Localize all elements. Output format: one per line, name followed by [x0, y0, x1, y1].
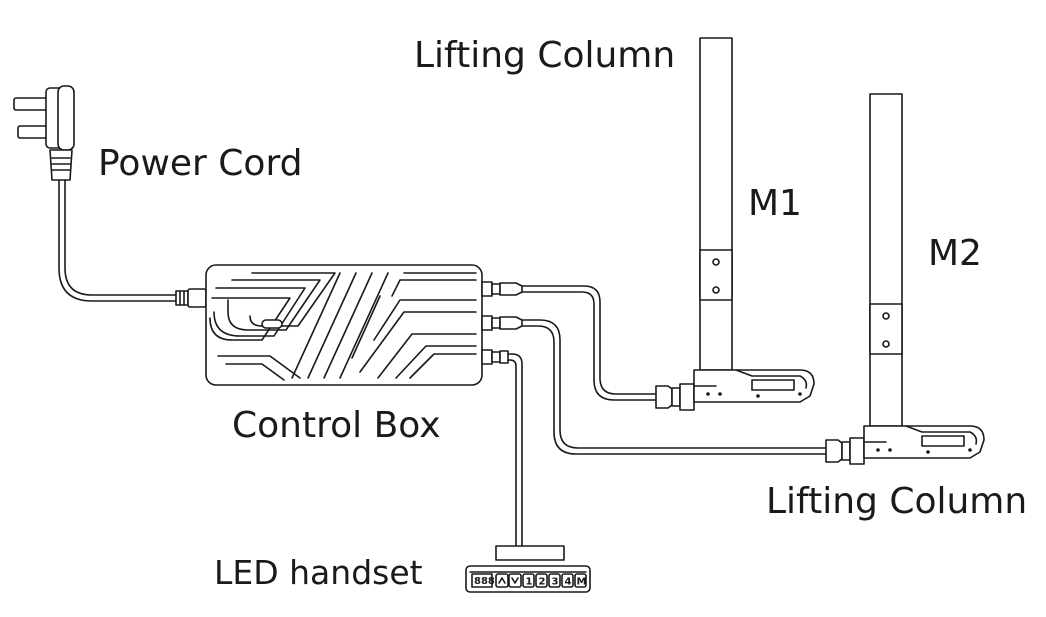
handset-display-text: 888 [474, 576, 495, 587]
cable-handset [507, 353, 523, 547]
port-connector-m1 [481, 281, 523, 297]
handset-display: 888 [471, 573, 495, 588]
handset-key-3[interactable]: 3 [548, 573, 561, 588]
port-connector-m2 [481, 315, 523, 331]
power-cable [58, 179, 207, 308]
handset-key-2[interactable]: 2 [535, 573, 548, 588]
label-power-cord: Power Cord [98, 143, 303, 184]
handset-key-4[interactable]: 4 [561, 573, 574, 588]
label-lifting-column-bottom: Lifting Column [766, 481, 1028, 522]
label-lifting-column-top: Lifting Column [414, 35, 676, 76]
label-led-handset: LED handset [214, 553, 423, 592]
control-box [205, 264, 483, 386]
handset-key-4-label: 4 [565, 577, 572, 588]
lifting-column-m2 [863, 93, 985, 459]
label-control-box: Control Box [232, 405, 441, 446]
cable-m1 [521, 285, 695, 411]
down-arrow-icon[interactable] [508, 573, 522, 588]
up-arrow-icon[interactable] [495, 573, 509, 588]
led-handset: 888 1 2 3 4 M [465, 545, 591, 593]
port-connector-handset [481, 349, 509, 365]
handset-key-3-label: 3 [552, 577, 559, 588]
label-m2: M2 [928, 233, 982, 274]
handset-key-1-label: 1 [526, 577, 533, 588]
label-m1: M1 [748, 183, 802, 224]
power-plug-icon [13, 85, 75, 181]
handset-key-1[interactable]: 1 [522, 573, 535, 588]
handset-key-m[interactable]: M [574, 573, 587, 588]
handset-key-m-label: M [577, 577, 587, 588]
handset-key-2-label: 2 [539, 577, 546, 588]
lifting-column-m1 [693, 37, 815, 403]
